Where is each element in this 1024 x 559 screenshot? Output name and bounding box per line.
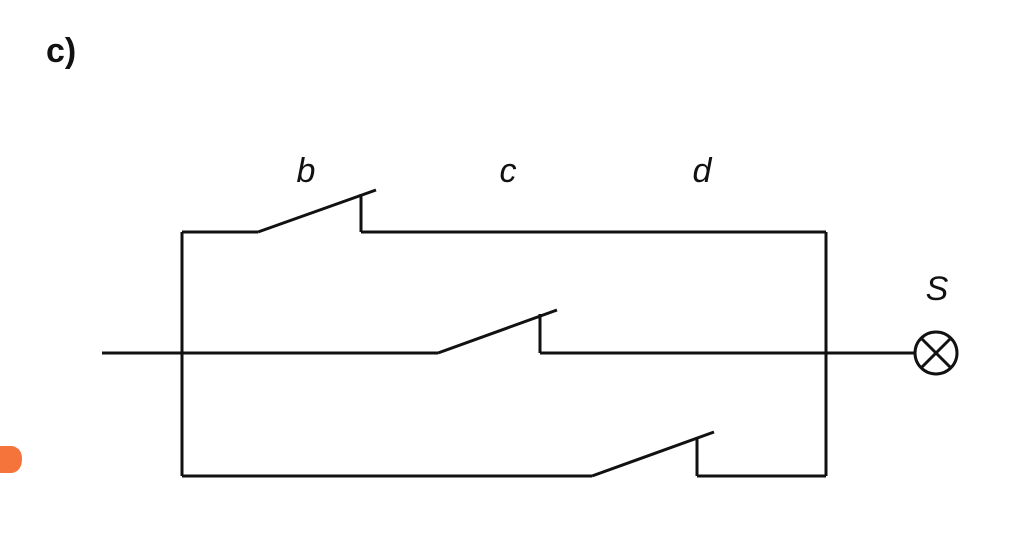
- lamp-cross-icon: [913, 330, 959, 376]
- lamp-label: S: [926, 270, 949, 308]
- orange-marker: [0, 446, 22, 473]
- switch-label-b: b: [297, 152, 316, 190]
- switch-label-c: c: [500, 152, 517, 190]
- switch-c-blade: [437, 308, 558, 355]
- switch-d-blade: [591, 430, 715, 478]
- branch-b: [182, 188, 826, 234]
- branch-c: [182, 308, 826, 355]
- switch-label-d: d: [693, 152, 713, 190]
- part-label: c): [46, 32, 76, 70]
- branch-d: [182, 430, 826, 478]
- switch-b-blade: [257, 188, 377, 234]
